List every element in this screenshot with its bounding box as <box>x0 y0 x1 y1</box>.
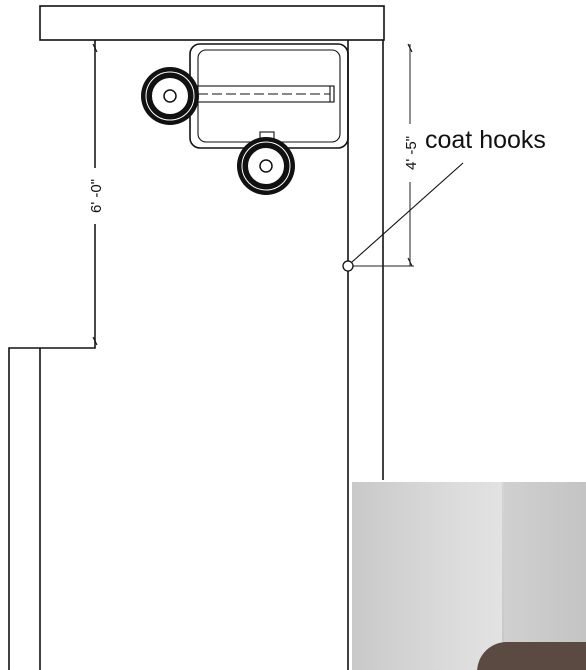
dimension-right: 4' -5" <box>352 43 420 267</box>
wheel-bottom <box>237 137 295 195</box>
left-wall <box>8 40 96 670</box>
photo-right-wall <box>504 482 586 670</box>
photo-floor <box>477 642 586 670</box>
photo-corner-edge <box>502 482 504 670</box>
coat-hook-marker <box>342 260 354 272</box>
dimension-right-label: 4' -5" <box>403 136 420 170</box>
coat-hooks-callout: coat hooks <box>342 124 582 272</box>
bench-cart <box>179 43 349 149</box>
coat-hooks-label: coat hooks <box>425 126 546 154</box>
dimension-left: 6' -0" <box>85 43 105 346</box>
dimension-left-label: 6' -0" <box>88 179 105 213</box>
top-wall <box>39 5 385 41</box>
wheel-left <box>141 67 199 125</box>
room-corner-photo <box>352 482 586 670</box>
